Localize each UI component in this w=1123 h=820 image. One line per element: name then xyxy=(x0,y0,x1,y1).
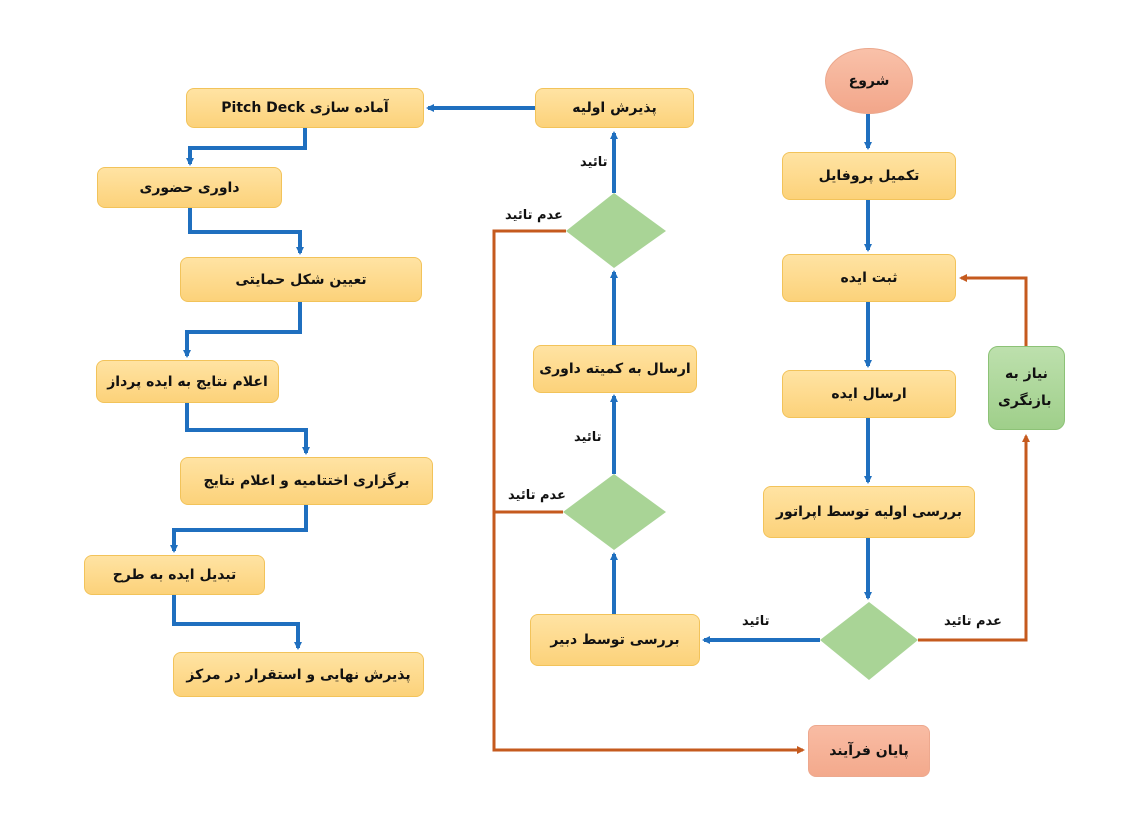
end-process-node: پایان فرآیند xyxy=(808,725,930,777)
revision-needed-label: نیاز به بازنگری xyxy=(997,366,1052,409)
secretary-review-label: بررسی توسط دبیر xyxy=(550,632,680,648)
initial-acceptance-node: پذیرش اولیه xyxy=(535,88,694,128)
approve-label-secretary: تائید xyxy=(574,430,602,445)
support-type-label: تعیین شکل حمایتی xyxy=(235,271,367,288)
complete-profile-node: تکمیل پروفایل xyxy=(782,152,956,200)
edge-decision1-revision xyxy=(918,434,1030,642)
send-idea-label: ارسال ایده xyxy=(831,386,907,402)
approve-label-committee: تائید xyxy=(580,155,608,170)
decision-committee xyxy=(566,193,666,268)
support-type-node: تعیین شکل حمایتی xyxy=(180,257,422,302)
decision-secretary xyxy=(563,474,666,550)
idea-to-plan-node: تبدیل ایده به طرح xyxy=(84,555,265,595)
reject-label-operator: عدم تائید xyxy=(944,614,1002,629)
pitch-deck-label: آماده سازی Pitch Deck xyxy=(221,100,389,116)
edge-revision-register xyxy=(959,274,1028,346)
announce-results-label: اعلام نتایج به ایده پرداز xyxy=(107,373,268,390)
secretary-review-node: بررسی توسط دبیر xyxy=(530,614,700,666)
approve-label-operator: تائید xyxy=(742,614,770,629)
send-idea-node: ارسال ایده xyxy=(782,370,956,418)
send-to-committee-node: ارسال به کمیته داوری xyxy=(533,345,697,393)
operator-review-label: بررسی اولیه توسط اپراتور xyxy=(776,504,962,520)
start-label: شروع xyxy=(848,73,890,89)
initial-acceptance-label: پذیرش اولیه xyxy=(572,100,657,116)
register-idea-label: ثبت ایده xyxy=(840,270,898,286)
edge-judging-support xyxy=(188,208,304,255)
edge-announce-closing xyxy=(185,403,310,455)
edge-support-announce xyxy=(183,302,302,358)
closing-ceremony-label: برگزاری اختتامیه و اعلام نتایج xyxy=(203,473,410,489)
final-acceptance-label: پذیرش نهایی و استقرار در مرکز xyxy=(186,666,411,683)
edge-pitch-judging xyxy=(186,128,307,166)
pitch-deck-node: آماده سازی Pitch Deck xyxy=(186,88,424,128)
reject-label-committee: عدم تائید xyxy=(505,208,563,223)
in-person-judging-label: داوری حضوری xyxy=(139,179,240,196)
idea-to-plan-label: تبدیل ایده به طرح xyxy=(112,567,237,583)
reject-label-secretary: عدم تائید xyxy=(508,488,566,503)
edge-decision3-end xyxy=(492,229,805,754)
announce-results-node: اعلام نتایج به ایده پرداز xyxy=(96,360,279,403)
end-process-label: پایان فرآیند xyxy=(829,743,909,759)
final-acceptance-node: پذیرش نهایی و استقرار در مرکز xyxy=(173,652,424,697)
complete-profile-label: تکمیل پروفایل xyxy=(818,168,920,184)
revision-needed-node: نیاز به بازنگری xyxy=(988,346,1065,430)
in-person-judging-node: داوری حضوری xyxy=(97,167,282,208)
edge-closing-plan xyxy=(170,505,308,553)
closing-ceremony-node: برگزاری اختتامیه و اعلام نتایج xyxy=(180,457,433,505)
send-to-committee-label: ارسال به کمیته داوری xyxy=(539,361,691,377)
operator-review-node: بررسی اولیه توسط اپراتور xyxy=(763,486,975,538)
start-node: شروع xyxy=(825,48,913,114)
register-idea-node: ثبت ایده xyxy=(782,254,956,302)
decision-operator xyxy=(820,602,918,680)
edge-plan-final xyxy=(172,595,302,650)
